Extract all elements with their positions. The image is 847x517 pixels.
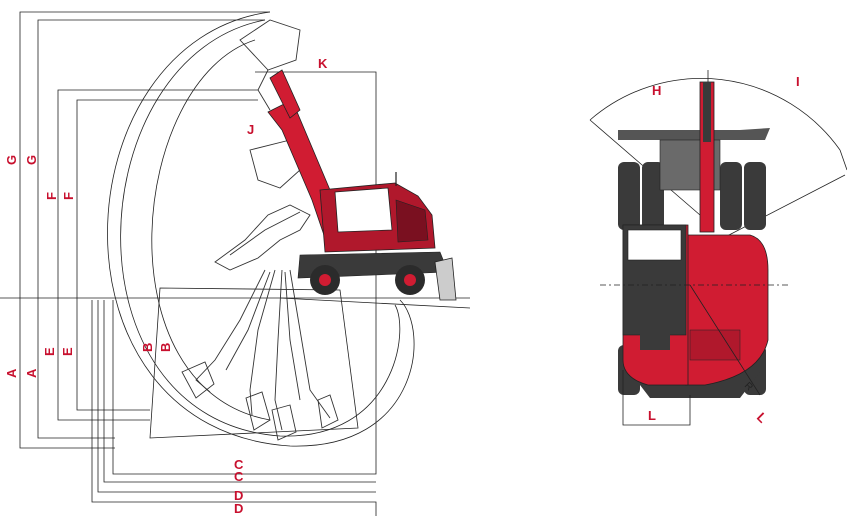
label-d2: D: [234, 501, 243, 516]
label-a2: A: [24, 368, 39, 378]
top-upper-structure: [600, 224, 790, 386]
label-h: H: [652, 83, 661, 98]
label-l1: L: [648, 408, 656, 423]
label-c1: C: [234, 457, 244, 472]
l-dimension: [622, 284, 761, 426]
top-view: H I L L R: [589, 70, 847, 426]
label-a1: A: [4, 368, 19, 378]
side-labels: G G F F E E A A B B J K C C D D: [4, 56, 328, 516]
label-f2: F: [61, 192, 76, 200]
label-e2: E: [60, 347, 75, 356]
label-b1: B: [140, 343, 155, 352]
label-d1: D: [234, 488, 243, 503]
side-view: G G F F E E A A B B J K C C D D: [0, 11, 471, 516]
excavator-side: [267, 69, 457, 301]
label-g2: G: [24, 155, 39, 165]
label-b2: B: [158, 343, 173, 352]
label-i: I: [796, 74, 800, 89]
label-j: J: [247, 122, 254, 137]
ghost-boom-positions: [181, 19, 339, 441]
label-f1: F: [44, 192, 59, 200]
label-c2: C: [234, 469, 244, 484]
label-l2: L: [754, 410, 770, 426]
label-e1: E: [42, 347, 57, 356]
top-boom: [699, 81, 715, 233]
label-k: K: [318, 56, 328, 71]
label-g1: G: [4, 155, 19, 165]
